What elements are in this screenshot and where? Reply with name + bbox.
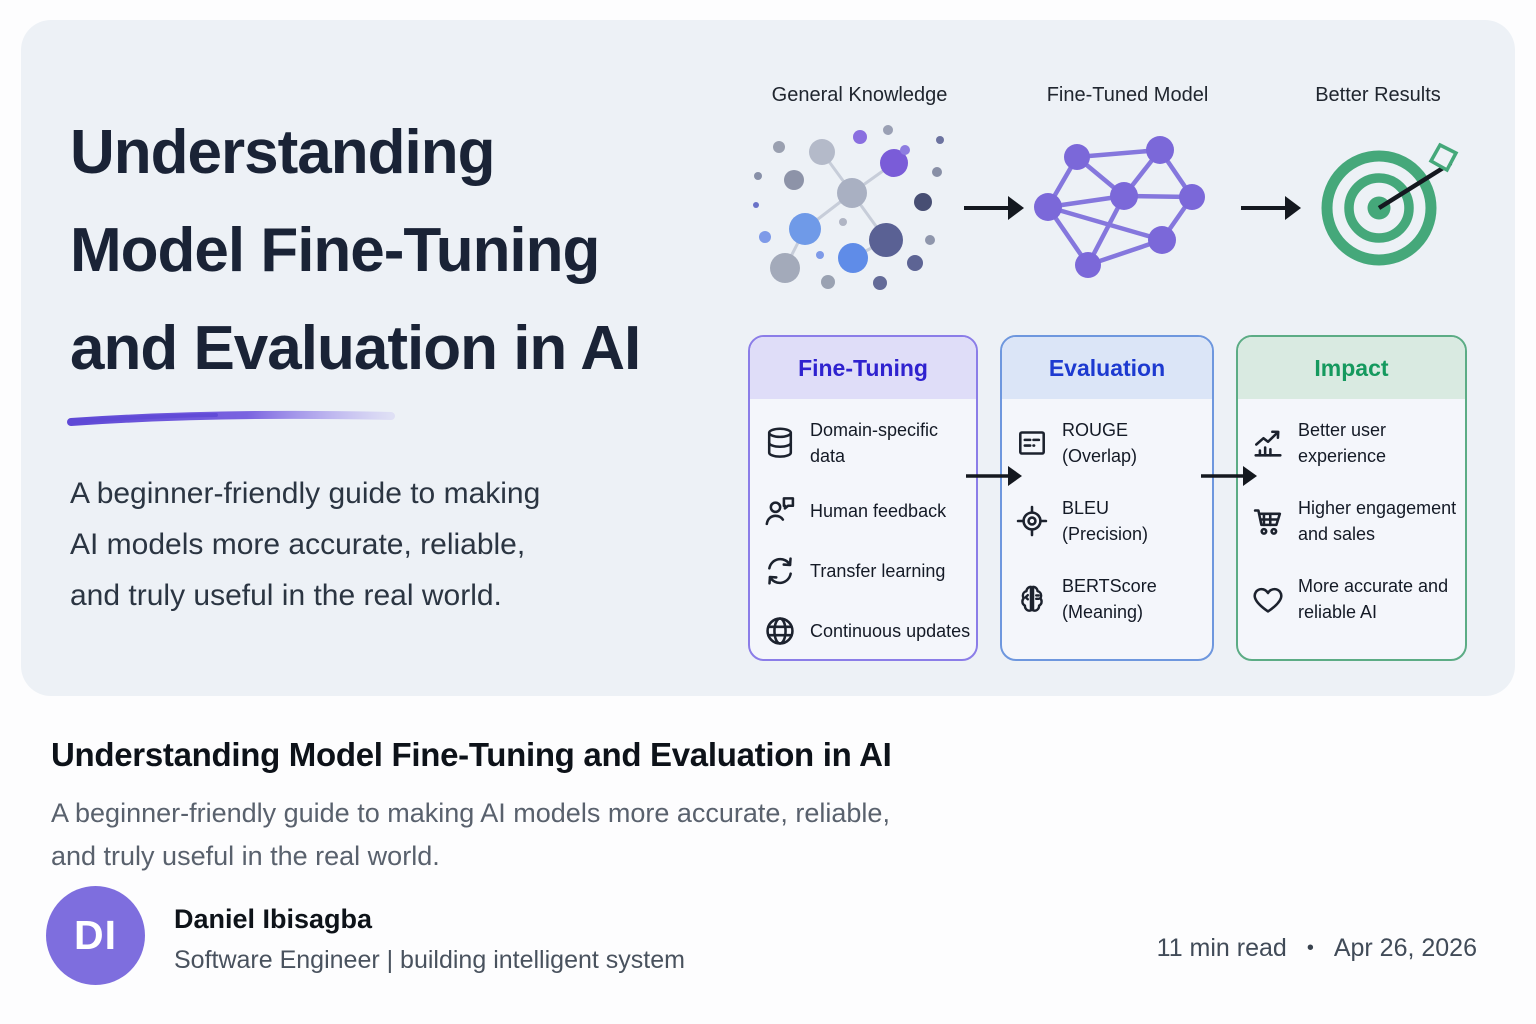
read-time: 11 min read (1156, 934, 1287, 962)
card-item: ROUGE (Overlap) (1014, 417, 1208, 469)
card-item: Higher engagement and sales (1250, 495, 1461, 547)
arrow-right-icon (966, 466, 1022, 486)
arrow-right-icon (964, 196, 1024, 220)
stage-label-better-results: Better Results (1315, 84, 1441, 106)
human-feedback-icon (762, 493, 798, 529)
card-item: Human feedback (762, 493, 972, 529)
globe-icon (762, 613, 798, 649)
document-lines-icon (1014, 425, 1050, 461)
heart-icon (1250, 581, 1286, 617)
hero-title-line: Understanding (70, 118, 495, 187)
stage-label-general-knowledge: General Knowledge (771, 84, 948, 106)
arrow-right-icon (1201, 466, 1257, 486)
card-item: More accurate and reliable AI (1250, 573, 1461, 625)
card-item: BERTScore (Meaning) (1014, 573, 1208, 625)
meta-dot-separator: • (1306, 937, 1314, 959)
article-meta: 11 min read • Apr 26, 2026 (1157, 934, 1477, 963)
fine-tuned-network-icon (1034, 136, 1205, 278)
arrow-right-icon (1241, 196, 1301, 220)
article-title: Understanding Model Fine-Tuning and Eval… (51, 736, 892, 773)
stage-label-fine-tuned-model: Fine-Tuned Model (1046, 84, 1209, 106)
database-icon (762, 425, 798, 461)
card-item: Continuous updates (762, 613, 972, 649)
card-item: Domain-specific data (762, 417, 972, 469)
card-item: BLEU (Precision) (1014, 495, 1208, 547)
card-fine-tuning: Fine-Tuning Domain-specific data (748, 335, 978, 661)
author-role: Software Engineer | building intelligent… (174, 946, 685, 974)
article-header: Understanding Model Fine-Tuning and Eval… (0, 696, 1536, 1024)
card-title-impact: Impact (1238, 337, 1465, 399)
crosshair-icon (1014, 503, 1050, 539)
avatar-initials: DI (74, 912, 117, 958)
purple-brush-underline-icon (67, 410, 395, 426)
publish-date: Apr 26, 2026 (1333, 934, 1477, 962)
brain-icon (1014, 581, 1050, 617)
target-arrow-icon (1321, 142, 1459, 266)
growth-chart-icon (1250, 425, 1286, 461)
hero-title-line: and Evaluation in AI (70, 314, 641, 383)
author-name: Daniel Ibisagba (174, 904, 373, 934)
summary-cards: Fine-Tuning Domain-specific data (748, 335, 1488, 661)
card-evaluation: Evaluation ROUGE (Overlap) (1000, 335, 1214, 661)
article-subtitle: A beginner-friendly guide to making AI m… (51, 798, 890, 871)
hero-subtitle: A beginner-friendly guide to making AI m… (70, 477, 541, 612)
shopping-cart-icon (1250, 503, 1286, 539)
avatar: DI (46, 886, 145, 985)
card-item: Better user experience (1250, 417, 1461, 469)
card-impact: Impact Better user experience (1236, 335, 1467, 661)
card-title-fine-tuning: Fine-Tuning (750, 337, 976, 399)
hero-title: Understanding Model Fine-Tuning and Eval… (70, 104, 641, 398)
hero-banner: Understanding Model Fine-Tuning and Eval… (21, 20, 1515, 696)
hero-title-line: Model Fine-Tuning (70, 216, 600, 285)
refresh-icon (762, 553, 798, 589)
knowledge-scatter-icon (753, 125, 944, 290)
card-title-evaluation: Evaluation (1002, 337, 1212, 399)
card-item: Transfer learning (762, 553, 972, 589)
